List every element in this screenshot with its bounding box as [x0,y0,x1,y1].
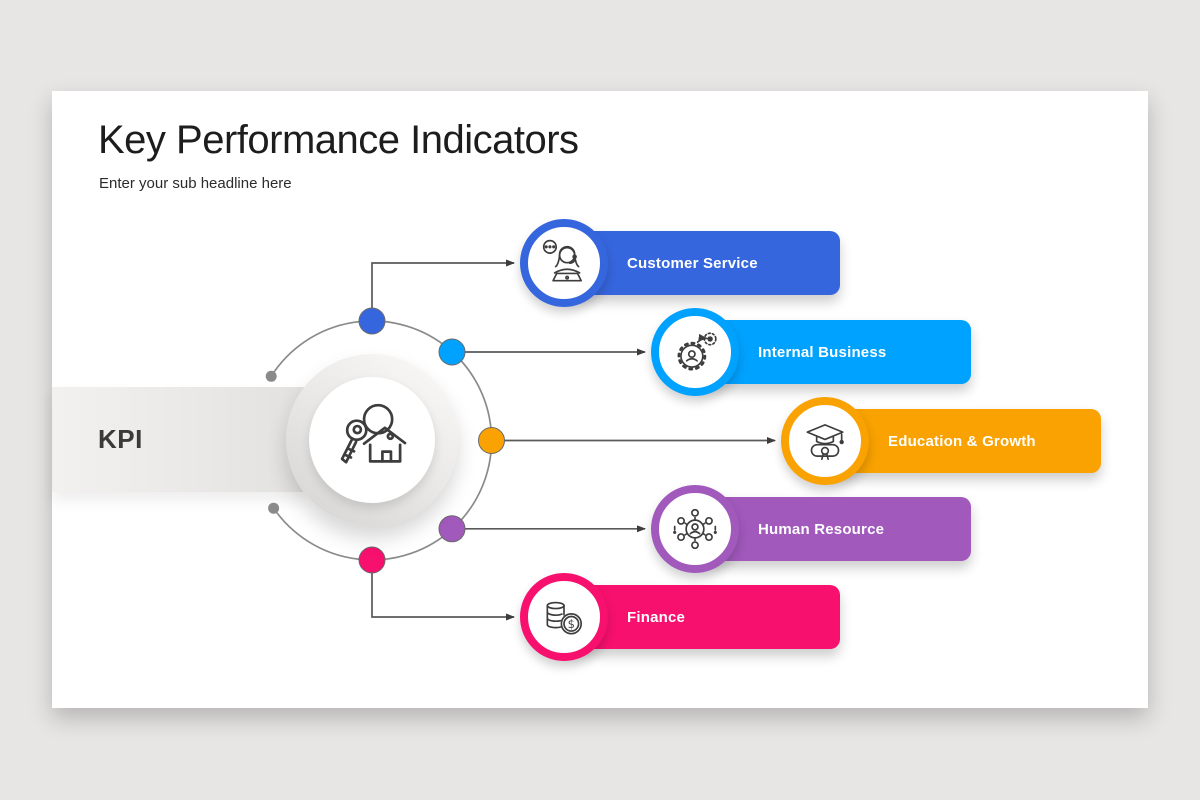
slide-subtitle: Enter your sub headline here [99,175,292,192]
connector-dot-education-growth [478,427,505,454]
kpi-icon-ring [651,308,739,396]
connector-dot-customer-service [358,307,386,335]
connector-diagram [265,259,776,621]
slide: Key Performance Indicators Enter your su… [52,91,1148,708]
house-keys-icon [340,403,407,464]
arc-end-dot [268,502,280,514]
connector-dot-finance [358,546,386,574]
kpi-bar-label: Internal Business [758,343,887,361]
kpi-item-finance: Finance $ [520,573,884,661]
kpi-hub [286,354,458,526]
kpi-bar-label: Customer Service [627,254,758,272]
kpi-bar-label: Education & Growth [888,432,1036,450]
kpi-bar: Human Resource [695,497,971,561]
kpi-hub-disc [309,377,435,503]
kpi-band: KPI [52,387,304,492]
connector-dot-internal-business [438,338,466,366]
connector-line-finance [371,560,515,621]
gear-process-icon [677,332,717,371]
kpi-bar: Finance [564,585,840,649]
customer-support-icon [542,239,583,282]
coins-icon: $ [546,601,583,635]
kpi-bar-label: Human Resource [758,520,885,538]
kpi-item-human-resource: Human Resource [651,485,1015,573]
kpi-hub-label: KPI [98,424,143,454]
kpi-icon-ring: $ [520,573,608,661]
svg-text:$: $ [568,617,575,631]
slide-title: Key Performance Indicators [98,118,579,162]
kpi-item-internal-business: Internal Business [651,308,1015,396]
kpi-item-education-growth: Education & Growth [781,397,1145,485]
connector-line-customer-service [371,259,515,321]
people-network-icon [673,508,717,550]
kpi-icon-ring [520,219,608,307]
connector-dot-human-resource [438,515,466,543]
arc-end-dot [265,370,277,382]
kpi-bar: Education & Growth [825,409,1101,473]
kpi-icon-ring [651,485,739,573]
kpi-bar-label: Finance [627,608,686,626]
kpi-bar: Internal Business [695,320,971,384]
kpi-icon-ring [781,397,869,485]
graduation-icon [806,424,844,461]
kpi-item-customer-service: Customer Service [520,219,884,307]
kpi-bar: Customer Service [564,231,840,295]
